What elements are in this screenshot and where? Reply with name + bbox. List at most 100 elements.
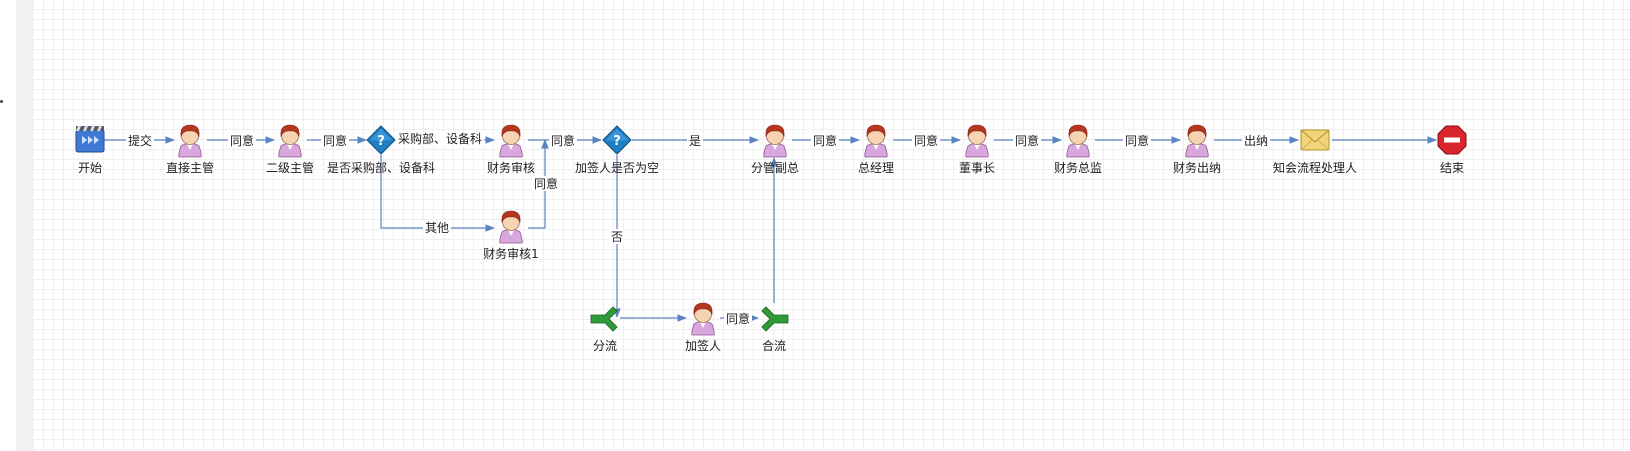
edge-label-e15: 同意	[1013, 133, 1041, 148]
fork-icon[interactable]	[590, 306, 618, 332]
edge-label-e14: 同意	[912, 133, 940, 148]
node-n10[interactable]: 加签人	[685, 302, 721, 353]
edge-label-e2: 同意	[228, 133, 256, 148]
user-icon[interactable]	[763, 124, 787, 158]
edge-label-text: 采购部、设备科	[398, 131, 482, 146]
node-label: 加签人是否为空	[575, 160, 659, 175]
node-join[interactable]: 合流	[761, 306, 789, 353]
edge-label-e3: 同意	[321, 133, 349, 148]
edge-label-text: 同意	[914, 133, 938, 148]
decision-diamond-icon[interactable]	[366, 125, 396, 155]
node-n5[interactable]: 总经理	[858, 124, 894, 175]
node-label: 财务总监	[1054, 160, 1102, 175]
envelope-icon[interactable]	[1300, 129, 1330, 151]
node-label: 开始	[78, 161, 102, 175]
edge-label-e7: 同意	[532, 176, 560, 191]
node-label: 结束	[1440, 161, 1464, 175]
user-icon[interactable]	[864, 124, 888, 158]
node-d2[interactable]: 加签人是否为空	[575, 125, 659, 175]
node-label: 财务审核1	[483, 246, 539, 261]
edge-d1-to-n3b[interactable]	[380, 155, 495, 232]
left-edge-marker	[0, 100, 3, 103]
edge-label-e13: 同意	[811, 133, 839, 148]
edge-label-text: 同意	[534, 176, 558, 191]
node-start[interactable]: 开始	[75, 125, 105, 175]
edge-label-e17: 出纳	[1242, 133, 1270, 148]
edge-label-background	[396, 131, 484, 146]
edge-label-text: 其他	[425, 221, 449, 235]
edge-label-text: 否	[611, 230, 623, 244]
edge-label-e11: 同意	[724, 311, 752, 326]
edge-n3b-to-d2[interactable]	[528, 139, 549, 229]
edge-label-background	[724, 311, 752, 326]
node-n3[interactable]: 财务审核	[487, 124, 535, 175]
node-label: 董事长	[959, 161, 995, 175]
start-film-icon[interactable]	[75, 125, 105, 153]
edge-label-text: 同意	[1015, 133, 1039, 148]
join-icon[interactable]	[761, 306, 789, 332]
workflow-canvas[interactable]	[34, 0, 1630, 451]
node-n1[interactable]: 直接主管	[166, 124, 214, 175]
user-icon[interactable]	[178, 124, 202, 158]
edge-label-text: 同意	[230, 133, 254, 148]
edge-label-background	[1123, 133, 1151, 148]
edge-label-background	[912, 133, 940, 148]
edge-label-e8: 是	[687, 133, 703, 148]
decision-diamond-icon[interactable]	[602, 125, 632, 155]
edge-label-background	[228, 133, 256, 148]
node-label: 是否采购部、设备科	[327, 160, 435, 175]
node-n3b[interactable]: 财务审核1	[483, 210, 539, 261]
user-icon[interactable]	[1185, 124, 1209, 158]
edge-label-text: 提交	[128, 133, 152, 148]
node-n7[interactable]: 财务总监	[1054, 124, 1102, 175]
edge-label-e5: 其他	[423, 220, 451, 235]
user-icon[interactable]	[965, 124, 989, 158]
edge-label-background	[1013, 133, 1041, 148]
edge-label-background	[609, 229, 625, 244]
edge-label-text: 同意	[551, 133, 575, 148]
edge-label-e16: 同意	[1123, 133, 1151, 148]
node-d1[interactable]: 是否采购部、设备科	[327, 125, 435, 175]
node-label: 财务出纳	[1173, 160, 1221, 175]
edge-label-text: 同意	[1125, 133, 1149, 148]
edge-label-text: 同意	[726, 311, 750, 326]
node-label: 总经理	[858, 161, 894, 175]
node-label: 分管副总	[751, 160, 799, 175]
user-icon[interactable]	[691, 302, 715, 336]
edge-label-e1: 提交	[126, 133, 154, 148]
node-label: 加签人	[685, 338, 721, 353]
node-n8[interactable]: 财务出纳	[1173, 124, 1221, 175]
node-label: 知会流程处理人	[1273, 160, 1357, 175]
edge-label-background	[532, 176, 560, 191]
node-n6[interactable]: 董事长	[959, 124, 995, 175]
node-end[interactable]: 结束	[1437, 125, 1467, 175]
edge-label-background	[1242, 133, 1270, 148]
user-icon[interactable]	[278, 124, 302, 158]
node-label: 合流	[762, 338, 786, 353]
edge-label-e6: 同意	[549, 133, 577, 148]
node-n4[interactable]: 分管副总	[751, 124, 799, 175]
node-fork[interactable]: 分流	[590, 306, 618, 353]
edge-label-background	[549, 133, 577, 148]
node-label: 二级主管	[266, 160, 314, 175]
edge-label-e9: 否	[609, 229, 625, 244]
edge-label-background	[423, 220, 451, 235]
node-n9[interactable]: 知会流程处理人	[1273, 129, 1357, 175]
edge-label-background	[811, 133, 839, 148]
edge-label-background	[126, 133, 154, 148]
edge-label-background	[321, 133, 349, 148]
node-label: 直接主管	[166, 160, 214, 175]
node-label: 财务审核	[487, 160, 535, 175]
user-icon[interactable]	[1066, 124, 1090, 158]
node-n2[interactable]: 二级主管	[266, 124, 314, 175]
edge-label-background	[687, 133, 703, 148]
edge-label-e4: 采购部、设备科	[396, 131, 484, 146]
node-label: 分流	[593, 339, 617, 353]
end-stop-icon[interactable]	[1437, 125, 1467, 155]
user-icon[interactable]	[499, 210, 523, 244]
edge-label-text: 同意	[813, 133, 837, 148]
edge-label-text: 是	[689, 134, 701, 148]
user-icon[interactable]	[499, 124, 523, 158]
edge-label-text: 同意	[323, 133, 347, 148]
